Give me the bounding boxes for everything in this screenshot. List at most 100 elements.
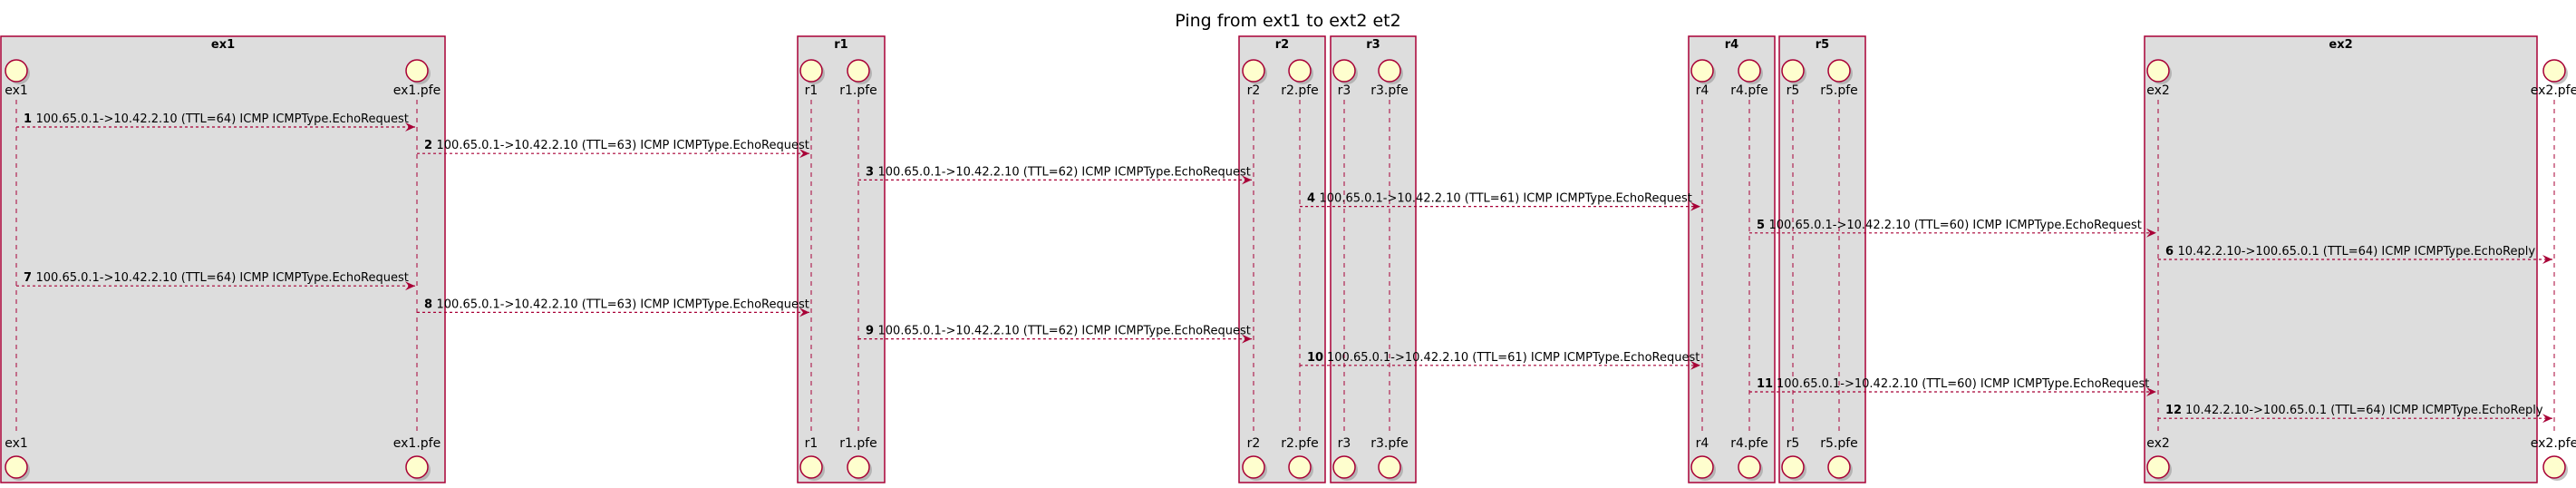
participant-icon <box>1781 59 1806 84</box>
messages-layer: 1 100.65.0.1->10.42.2.10 (TTL=64) ICMP IC… <box>16 112 2552 424</box>
message-label: 100.65.0.1->10.42.2.10 (TTL=62) ICMP ICM… <box>878 165 1251 179</box>
message-label: 100.65.0.1->10.42.2.10 (TTL=64) ICMP ICM… <box>36 112 409 126</box>
message-label: 100.65.0.1->10.42.2.10 (TTL=60) ICMP ICM… <box>1777 377 2149 391</box>
message-number: 1 <box>24 112 32 126</box>
participant-icon <box>5 455 30 481</box>
group-box-r1 <box>797 35 886 483</box>
participant-label-bottom: r5.pfe <box>1820 436 1858 451</box>
participant-label-top: r3 <box>1338 83 1351 98</box>
message-label: 100.65.0.1->10.42.2.10 (TTL=61) ICMP ICM… <box>1327 351 1700 365</box>
participant-label-bottom: r1.pfe <box>839 436 877 451</box>
participant-icon <box>2542 455 2568 481</box>
participant-label-top: ex2.pfe <box>2531 83 2576 98</box>
message-7: 7 100.65.0.1->10.42.2.10 (TTL=64) ICMP IC… <box>16 271 415 291</box>
participant-label-top: r1 <box>805 83 818 98</box>
participant-icon <box>1827 455 1853 481</box>
participant-icon <box>1332 59 1358 84</box>
participant-label-bottom: ex1 <box>5 436 28 451</box>
message-number: 10 <box>1307 351 1323 365</box>
participant-icon <box>2542 59 2568 84</box>
message-2: 2 100.65.0.1->10.42.2.10 (TTL=63) ICMP IC… <box>417 139 809 159</box>
participant-label-top: r4 <box>1696 83 1709 98</box>
message-8: 8 100.65.0.1->10.42.2.10 (TTL=63) ICMP IC… <box>417 298 809 317</box>
message-number: 3 <box>866 165 874 179</box>
participant-icon <box>847 59 872 84</box>
message-number: 6 <box>2165 245 2174 259</box>
message-number: 5 <box>1757 219 1765 232</box>
participant-icon <box>1690 59 1716 84</box>
participant-label-top: r5 <box>1787 83 1800 98</box>
message-label: 100.65.0.1->10.42.2.10 (TTL=63) ICMP ICM… <box>437 139 809 152</box>
message-label: 100.65.0.1->10.42.2.10 (TTL=60) ICMP ICM… <box>1769 219 2142 232</box>
participant-icon <box>1288 59 1313 84</box>
message-number: 8 <box>424 298 432 311</box>
message-5: 5 100.65.0.1->10.42.2.10 (TTL=60) ICMP IC… <box>1749 219 2156 238</box>
participant-icon <box>1827 59 1853 84</box>
participant-label-top: r4.pfe <box>1730 83 1768 98</box>
message-10: 10 100.65.0.1->10.42.2.10 (TTL=61) ICMP I… <box>1300 351 1700 370</box>
participant-label-bottom: r3.pfe <box>1370 436 1409 451</box>
participant-label-top: r2.pfe <box>1281 83 1319 98</box>
participant-label-bottom: r1 <box>805 436 818 451</box>
participant-label-top: ex2 <box>2146 83 2170 98</box>
participant-label-top: r1.pfe <box>839 83 877 98</box>
group-box-label: ex1 <box>211 38 235 52</box>
participant-label-bottom: r3 <box>1338 436 1351 451</box>
participant-label-bottom: ex2 <box>2146 436 2170 451</box>
diagram-title: Ping from ext1 to ext2 et2 <box>1175 11 1400 31</box>
participant-label-top: r5.pfe <box>1820 83 1858 98</box>
message-number: 11 <box>1757 377 1773 391</box>
participant-icon <box>1378 59 1403 84</box>
message-label: 10.42.2.10->100.65.0.1 (TTL=64) ICMP ICM… <box>2178 245 2536 259</box>
message-number: 4 <box>1307 192 1315 206</box>
message-number: 2 <box>424 139 432 152</box>
participant-label-bottom: r2 <box>1247 436 1261 451</box>
lifelines-layer <box>15 100 2555 434</box>
message-1: 1 100.65.0.1->10.42.2.10 (TTL=64) ICMP IC… <box>16 112 415 132</box>
participant-label-top: ex1 <box>5 83 28 98</box>
group-box-r5 <box>1778 35 1866 483</box>
participant-icon <box>1781 455 1806 481</box>
participant-icon <box>1332 455 1358 481</box>
participant-icon <box>1242 455 1267 481</box>
message-label: 10.42.2.10->100.65.0.1 (TTL=64) ICMP ICM… <box>2185 404 2543 417</box>
message-label: 100.65.0.1->10.42.2.10 (TTL=63) ICMP ICM… <box>437 298 809 311</box>
participant-icon <box>799 59 825 84</box>
participant-icon <box>1242 59 1267 84</box>
group-box-label: r4 <box>1725 38 1738 52</box>
participant-icon <box>1288 455 1313 481</box>
participant-icon <box>847 455 872 481</box>
group-box-r3 <box>1330 35 1417 483</box>
participant-icon <box>5 59 30 84</box>
message-number: 7 <box>24 271 32 285</box>
message-11: 11 100.65.0.1->10.42.2.10 (TTL=60) ICMP I… <box>1749 377 2156 396</box>
participant-label-top: ex1.pfe <box>393 83 441 98</box>
participant-label-bottom: ex1.pfe <box>393 436 441 451</box>
participant-icon <box>2146 455 2172 481</box>
participant-label-bottom: r5 <box>1787 436 1800 451</box>
participant-icon <box>1690 455 1716 481</box>
message-number: 12 <box>2165 404 2182 417</box>
group-box-ex2 <box>2144 35 2538 483</box>
group-box-label: r3 <box>1366 38 1380 52</box>
participant-icon <box>1738 455 1763 481</box>
group-box-label: ex2 <box>2329 38 2352 52</box>
participant-label-bottom: ex2.pfe <box>2531 436 2576 451</box>
participant-icon <box>405 59 431 84</box>
participant-label-bottom: r2.pfe <box>1281 436 1319 451</box>
participant-icon <box>405 455 431 481</box>
group-box-label: r5 <box>1816 38 1829 52</box>
participant-label-bottom: r4.pfe <box>1730 436 1768 451</box>
message-3: 3 100.65.0.1->10.42.2.10 (TTL=62) ICMP IC… <box>858 165 1252 185</box>
participant-label-top: r3.pfe <box>1370 83 1409 98</box>
participant-icon <box>799 455 825 481</box>
message-label: 100.65.0.1->10.42.2.10 (TTL=64) ICMP ICM… <box>36 271 409 285</box>
group-box-label: r1 <box>834 38 847 52</box>
participant-icon <box>1378 455 1403 481</box>
boxes-layer: ex1 r1 r2 r3 r4 r5 ex2 <box>0 35 2538 483</box>
group-box-r2 <box>1238 35 1326 483</box>
message-number: 9 <box>866 325 874 338</box>
